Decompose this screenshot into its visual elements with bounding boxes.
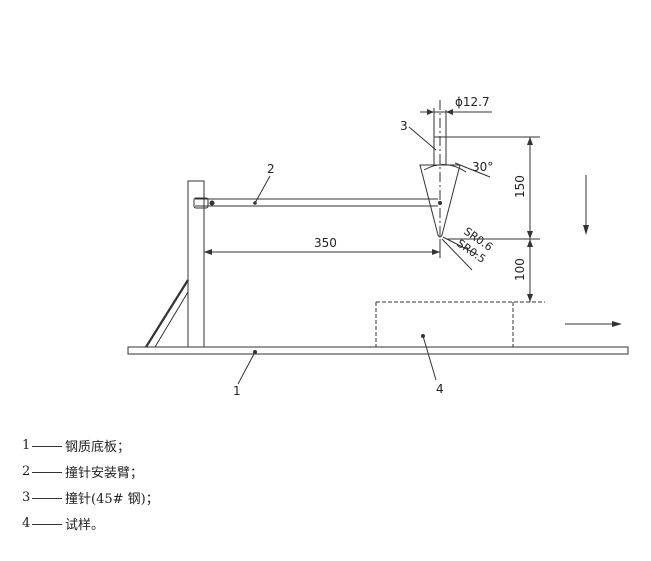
vertical-post <box>187 180 205 348</box>
legend-number: 4 <box>22 515 31 531</box>
impact-test-apparatus-diagram: ϕ12.7 3 30° SR0.6 SR0.5 350 150 100 2 1 … <box>127 95 629 398</box>
callout-4-leader <box>422 335 437 381</box>
legend-dash <box>32 497 62 499</box>
drop-height-arrow-bottom <box>527 294 533 302</box>
diameter-arrow-right <box>446 109 453 115</box>
needle-height-arrow-top <box>527 137 533 145</box>
sample-motion-arrowhead <box>612 321 622 327</box>
diameter-arrow-left <box>427 109 434 115</box>
callout-2: 2 <box>267 162 275 176</box>
legend-dash <box>32 471 62 473</box>
diagonal-brace-inner <box>154 291 189 348</box>
needle-height-arrow-bottom <box>527 231 533 239</box>
legend-text: 撞针(45# 钢)； <box>65 491 159 507</box>
arm-pivot-bolt <box>209 200 215 206</box>
needle-height-label: 150 <box>513 175 527 198</box>
legend-text: 钢质底板； <box>65 439 131 455</box>
legend-item: 1 钢质底板； <box>22 432 622 458</box>
arm-clamp <box>193 197 209 209</box>
legend-number: 3 <box>22 489 31 505</box>
callout-3: 3 <box>400 119 408 133</box>
legend-dash <box>32 445 62 447</box>
base-plate-dot <box>253 350 257 354</box>
parts-legend: 1 钢质底板； 2 撞针安装臂； 3 撞针(45# 钢)； 4 试样。 <box>22 432 622 536</box>
drop-height-label: 100 <box>513 258 527 281</box>
legend-item: 3 撞针(45# 钢)； <box>22 484 622 510</box>
angle-label: 30° <box>472 160 493 174</box>
diagonal-brace <box>145 279 189 348</box>
callout-2-leader <box>254 175 271 204</box>
diameter-label: ϕ12.7 <box>455 95 490 109</box>
legend-text: 试样。 <box>65 517 105 533</box>
radius-leader-inner <box>441 238 473 271</box>
legend-dash <box>32 523 62 525</box>
legend-text: 撞针安装臂； <box>65 465 144 481</box>
needle-cone <box>419 164 461 238</box>
steel-base-plate <box>127 346 629 355</box>
legend-number: 2 <box>22 463 31 479</box>
legend-item: 2 撞针安装臂； <box>22 458 622 484</box>
arm-length-arrow-left <box>204 249 212 255</box>
callout-4: 4 <box>436 382 444 396</box>
drop-height-arrow-top <box>527 239 533 247</box>
callout-3-leader <box>408 126 437 151</box>
arm-length-arrow-right <box>432 249 440 255</box>
callout-1: 1 <box>233 384 241 398</box>
callout-1-leader <box>237 351 256 385</box>
downward-motion-arrowhead <box>583 225 589 235</box>
arm-length-label: 350 <box>314 236 337 250</box>
legend-item: 4 试样。 <box>22 510 622 536</box>
angle-arc <box>423 164 467 173</box>
radius-leader-outer <box>442 236 479 256</box>
needle-center-dot <box>438 201 442 205</box>
legend-number: 1 <box>22 437 31 453</box>
angle-leader <box>454 162 491 178</box>
